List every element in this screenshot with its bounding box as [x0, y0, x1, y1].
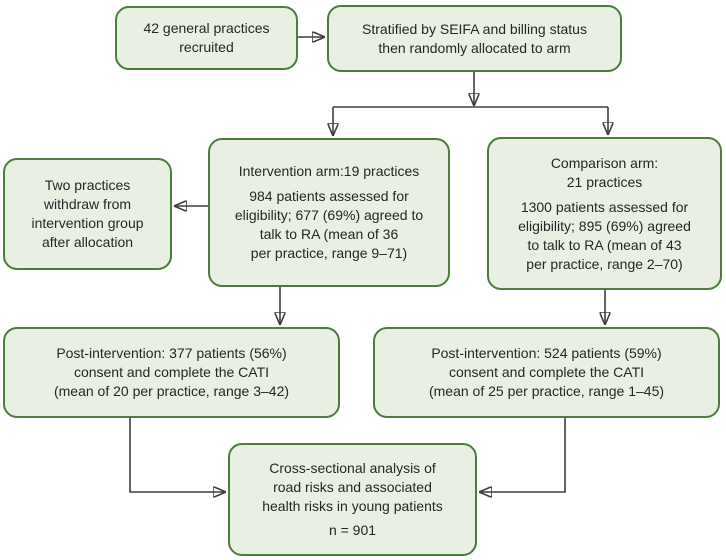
box-practices-recruited: 42 general practices recruited: [115, 6, 298, 70]
box-text-line: 984 patients assessed for: [249, 188, 409, 204]
box-text-line: eligibility; 895 (69%) agreed: [518, 217, 691, 234]
arrow-postright-to-analysis: [480, 418, 566, 492]
box-text-line: per practice, range 2–70): [526, 255, 683, 272]
box-text-line: 1300 patients assessed for: [520, 198, 689, 215]
box-text-line: Two practices: [44, 177, 131, 193]
box-heading-line: 21 practices: [566, 173, 643, 190]
box-text-line: Post-intervention: 377 patients (56%): [56, 345, 287, 361]
box-text-line: Cross-sectional analysis of: [269, 460, 436, 476]
box-text-line: Stratified by SEIFA and billing status: [362, 20, 587, 37]
box-stratified-allocation: Stratified by SEIFA and billing status t…: [327, 5, 622, 72]
box-text-line: health risks in young patients: [262, 498, 443, 514]
box-text-line: road risks and associated: [273, 479, 432, 495]
box-comparison-arm: Comparison arm: 21 practices 1300 patien…: [487, 137, 722, 290]
box-text-line: (mean of 20 per practice, range 3–42): [53, 383, 290, 399]
box-text-line: consent and complete the CATI: [448, 364, 645, 380]
box-cross-sectional-analysis: Cross-sectional analysis of road risks a…: [228, 443, 477, 556]
box-text-line: (mean of 25 per practice, range 1–45): [428, 383, 665, 399]
box-text-line: to talk to RA (mean of 43: [527, 236, 682, 253]
box-text-line: intervention group: [31, 215, 144, 231]
sample-size-line: n = 901: [328, 522, 377, 538]
box-post-comparison-arm: Post-intervention: 524 patients (59%) co…: [373, 327, 720, 418]
box-text-line: recruited: [179, 39, 234, 55]
arrow-postleft-to-analysis: [129, 418, 225, 492]
box-text-line: Post-intervention: 524 patients (59%): [431, 345, 662, 361]
box-post-intervention-arm: Post-intervention: 377 patients (56%) co…: [3, 327, 340, 418]
box-text-line: withdraw from: [43, 196, 132, 212]
box-heading-line: Comparison arm:: [550, 154, 659, 171]
box-text-line: then randomly allocated to arm: [378, 39, 571, 56]
box-text-line: talk to RA (mean of 36: [259, 226, 399, 242]
box-heading-line: Intervention arm:19 practices: [238, 163, 420, 179]
box-text-line: per practice, range 9–71): [250, 245, 408, 261]
box-intervention-arm: Intervention arm:19 practices 984 patien…: [208, 138, 450, 287]
box-text-line: consent and complete the CATI: [73, 364, 270, 380]
box-text-line: eligibility; 677 (69%) agreed to: [234, 207, 424, 223]
box-text-line: 42 general practices: [143, 20, 270, 36]
box-text-line: after allocation: [41, 234, 134, 250]
box-practices-withdraw: Two practices withdraw from intervention…: [3, 158, 172, 270]
